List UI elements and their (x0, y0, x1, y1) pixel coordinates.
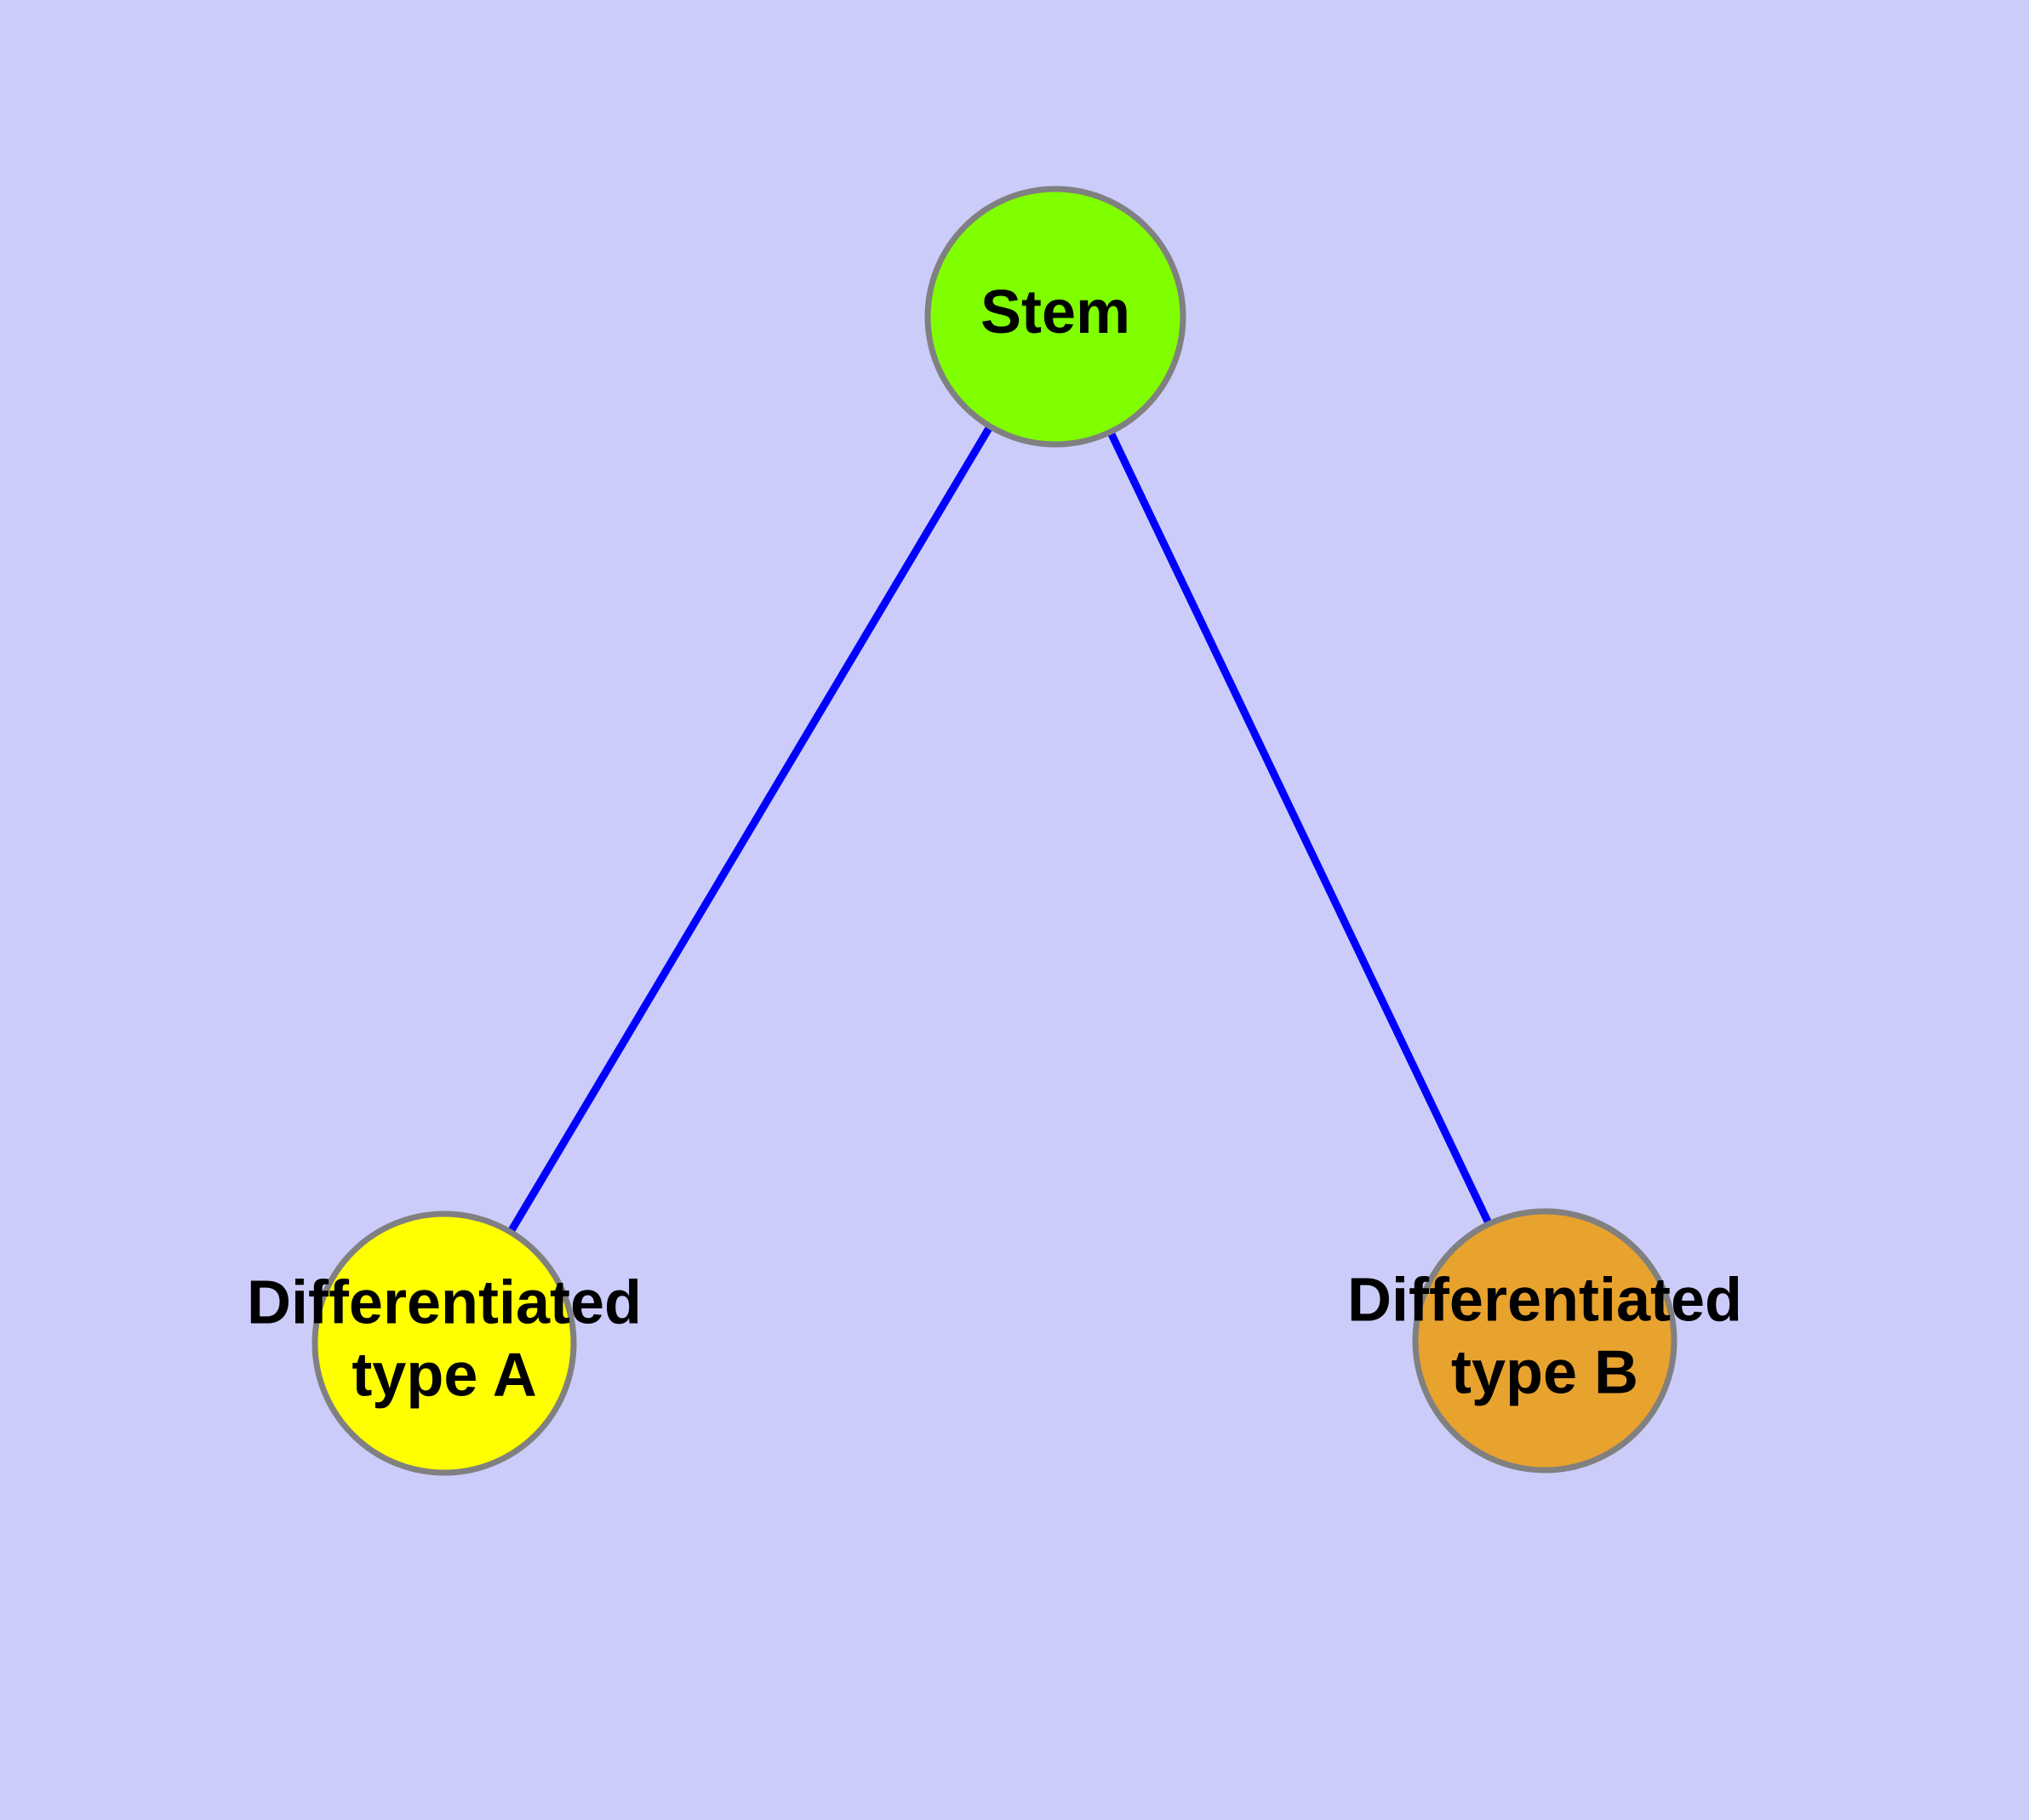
node-label-line: type A (352, 1341, 536, 1409)
node-stem[interactable] (924, 186, 1186, 448)
node-differentiated-type-a[interactable] (311, 1210, 577, 1476)
node-label-line: Differentiated (1347, 1267, 1742, 1335)
nodes-layer (311, 186, 1677, 1476)
edges-layer (441, 314, 1549, 1346)
edge-stem-to-type-b (1051, 315, 1549, 1342)
node-label-line: Differentiated (247, 1269, 642, 1337)
node-differentiated-type-b[interactable] (1412, 1208, 1677, 1474)
node-label-line: type B (1451, 1338, 1638, 1406)
edge-stem-to-type-a (441, 314, 1059, 1346)
node-label-line: Stem (980, 278, 1130, 346)
node-label-stem: Stem (980, 278, 1130, 346)
